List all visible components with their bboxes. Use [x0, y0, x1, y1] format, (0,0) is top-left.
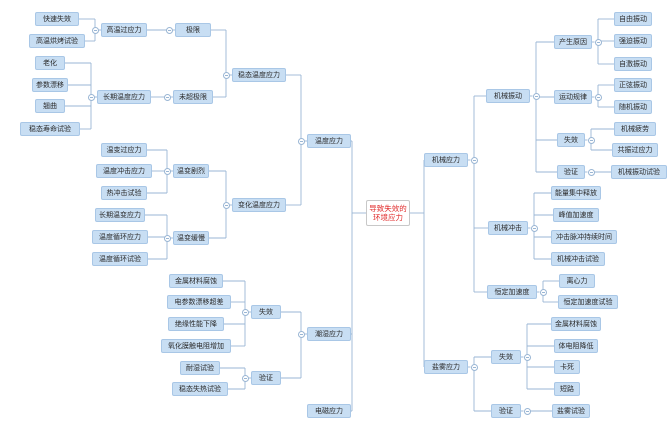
topic-right-0-0-3-0[interactable]: 机械振动试验 [611, 165, 667, 179]
collapse-toggle[interactable] [587, 168, 595, 176]
collapse-toggle[interactable] [165, 26, 173, 34]
root-topic[interactable]: 导致失效的环境应力 [366, 200, 410, 226]
topic-right-0-0-0-0[interactable]: 自由振动 [614, 12, 652, 26]
topic-right-0-0-0-1[interactable]: 强迫振动 [614, 34, 652, 48]
topic-left-1[interactable]: 潮湿应力 [307, 327, 351, 341]
topic-left-0-1-1-2[interactable]: 温度循环试验 [92, 252, 148, 266]
topic-right-0-0-1[interactable]: 运动规律 [554, 90, 592, 104]
topic-right-1-0-2[interactable]: 卡死 [554, 360, 580, 374]
topic-left-1-1-1[interactable]: 稳态失热试验 [172, 382, 228, 396]
topic-left-0-0-1-0-0[interactable]: 老化 [35, 56, 65, 70]
topic-left-0-0-0-0[interactable]: 高温过应力 [101, 23, 147, 37]
topic-left-1-0-3[interactable]: 氧化膜触电阻增加 [161, 339, 231, 353]
topic-left-0-1-1[interactable]: 温变缓慢 [173, 231, 209, 245]
topic-right-0-0-3[interactable]: 验证 [557, 165, 585, 179]
collapse-toggle[interactable] [594, 38, 602, 46]
collapse-toggle[interactable] [87, 93, 95, 101]
collapse-toggle[interactable] [587, 136, 595, 144]
topic-left-0-0-0-0-0[interactable]: 快速失效 [35, 12, 79, 26]
topic-left-0-0-0[interactable]: 极限 [175, 23, 211, 37]
topic-left-0[interactable]: 温度应力 [307, 134, 351, 148]
topic-right-0[interactable]: 机械应力 [424, 153, 468, 167]
topic-right-0-0-0[interactable]: 产生原因 [554, 35, 592, 49]
collapse-toggle[interactable] [470, 363, 478, 371]
topic-right-0-1-1[interactable]: 峰值加速度 [553, 208, 599, 222]
topic-right-0-2[interactable]: 恒定加速度 [487, 285, 537, 299]
collapse-toggle[interactable] [594, 93, 602, 101]
topic-right-1[interactable]: 盐雾应力 [424, 360, 468, 374]
topic-right-1-1-0[interactable]: 盐雾试验 [552, 404, 590, 418]
collapse-toggle[interactable] [532, 92, 540, 100]
topic-left-0-1-1-1[interactable]: 温度循环应力 [92, 230, 148, 244]
collapse-toggle[interactable] [222, 71, 230, 79]
topic-left-0-0-1-0-2[interactable]: 翘曲 [35, 99, 65, 113]
topic-right-0-2-1[interactable]: 恒定加速度试验 [558, 295, 618, 309]
topic-left-0-1-0-2[interactable]: 热冲击试验 [101, 186, 147, 200]
collapse-toggle[interactable] [241, 308, 249, 316]
topic-left-1-0-2[interactable]: 绝缘性能下降 [168, 317, 224, 331]
topic-left-0-0-1-0-3[interactable]: 稳态寿命试验 [20, 122, 80, 136]
topic-left-0-0-1-0[interactable]: 长期温度应力 [97, 90, 151, 104]
topic-left-2[interactable]: 电磁应力 [307, 404, 351, 418]
topic-left-1-1[interactable]: 验证 [251, 371, 281, 385]
collapse-toggle[interactable] [163, 93, 171, 101]
topic-left-0-0-1[interactable]: 未超极限 [173, 90, 213, 104]
topic-left-0-0[interactable]: 稳态温度应力 [232, 68, 286, 82]
topic-left-0-0-1-0-1[interactable]: 参数漂移 [32, 78, 68, 92]
topic-right-1-0-1[interactable]: 体电阻降低 [554, 339, 598, 353]
topic-right-0-0[interactable]: 机械振动 [486, 89, 530, 103]
collapse-toggle[interactable] [163, 167, 171, 175]
topic-left-0-1-1-0[interactable]: 长期温变应力 [95, 208, 145, 222]
collapse-toggle[interactable] [222, 201, 230, 209]
topic-left-0-1[interactable]: 变化温度应力 [232, 198, 286, 212]
topic-right-0-1-3[interactable]: 机械冲击试验 [551, 252, 605, 266]
topic-left-0-1-0-1[interactable]: 温度冲击应力 [96, 164, 152, 178]
topic-right-0-1-0[interactable]: 能量集中释放 [551, 186, 601, 200]
topic-right-1-0-0[interactable]: 金属材料腐蚀 [551, 317, 601, 331]
collapse-toggle[interactable] [523, 353, 531, 361]
topic-right-0-0-2-0[interactable]: 机械疲劳 [614, 122, 656, 136]
topic-right-0-0-2-1[interactable]: 共振过应力 [612, 143, 658, 157]
topic-right-1-1[interactable]: 验证 [491, 404, 521, 418]
topic-right-0-1-2[interactable]: 冲击脉冲持续时间 [551, 230, 617, 244]
collapse-toggle[interactable] [91, 26, 99, 34]
collapse-toggle[interactable] [297, 137, 305, 145]
topic-right-0-0-1-0[interactable]: 正弦振动 [614, 78, 652, 92]
topic-left-0-0-0-0-1[interactable]: 高温烘烤试验 [29, 34, 85, 48]
topic-left-1-1-0[interactable]: 耐湿试验 [180, 361, 220, 375]
topic-left-0-1-0[interactable]: 温变剧烈 [173, 164, 209, 178]
topic-left-1-0[interactable]: 失效 [251, 305, 281, 319]
collapse-toggle[interactable] [241, 374, 249, 382]
collapse-toggle[interactable] [539, 288, 547, 296]
collapse-toggle[interactable] [530, 224, 538, 232]
topic-right-0-2-0[interactable]: 离心力 [559, 274, 595, 288]
topic-right-1-0-3[interactable]: 短路 [554, 382, 580, 396]
collapse-toggle[interactable] [470, 156, 478, 164]
topic-right-0-0-1-1[interactable]: 随机振动 [614, 100, 652, 114]
collapse-toggle[interactable] [163, 234, 171, 242]
topic-right-0-1[interactable]: 机械冲击 [488, 221, 528, 235]
topic-left-1-0-1[interactable]: 电参数漂移超差 [167, 295, 231, 309]
topic-left-0-1-0-0[interactable]: 温变过应力 [101, 143, 147, 157]
topic-right-0-0-2[interactable]: 失效 [557, 133, 585, 147]
topic-right-1-0[interactable]: 失效 [491, 350, 521, 364]
topic-left-1-0-0[interactable]: 金属材料腐蚀 [169, 274, 223, 288]
topic-right-0-0-0-2[interactable]: 自激振动 [614, 57, 652, 71]
collapse-toggle[interactable] [523, 407, 531, 415]
collapse-toggle[interactable] [297, 330, 305, 338]
